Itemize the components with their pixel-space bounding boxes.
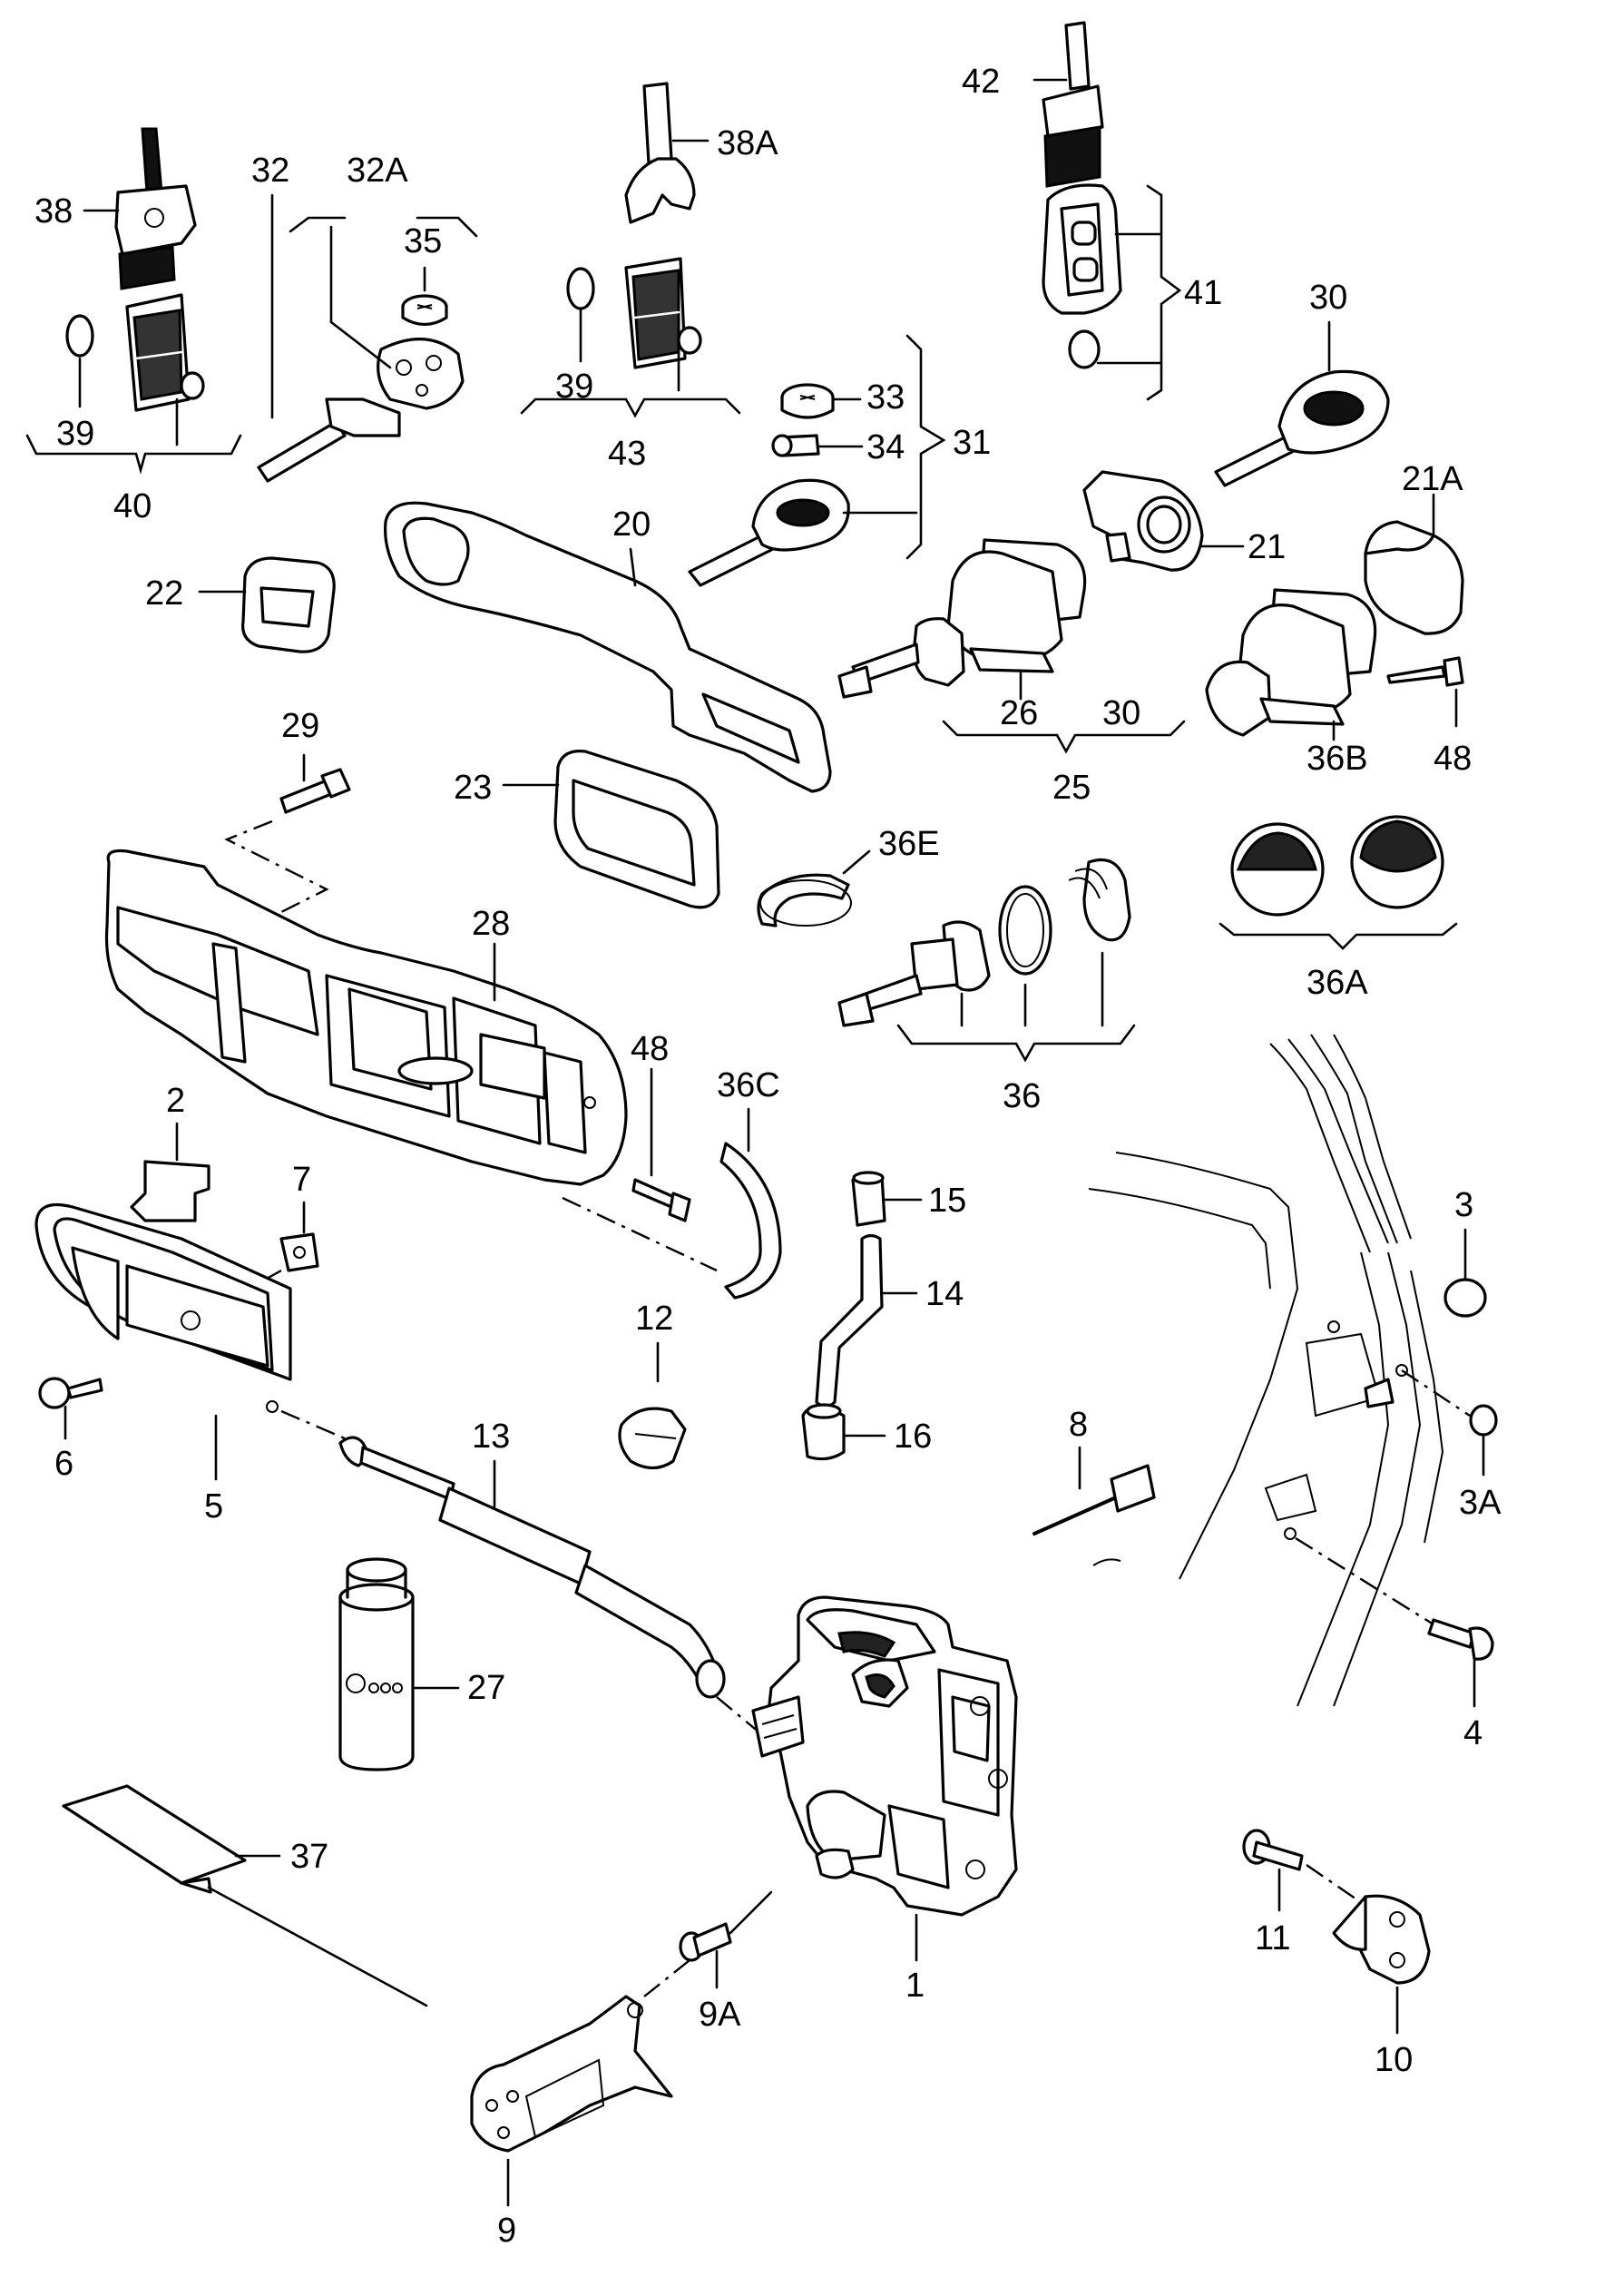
callout-30: 30 — [1309, 279, 1347, 317]
callout-27: 27 — [467, 1669, 505, 1707]
key-42-group[interactable] — [1032, 21, 1182, 401]
bracket-9[interactable] — [470, 1959, 690, 2207]
callout-48: 48 — [631, 1030, 669, 1068]
bolt-11[interactable] — [1242, 1829, 1380, 1916]
callout-10: 10 — [1375, 2041, 1413, 2079]
callout-36C: 36C — [717, 1066, 780, 1104]
callout-21: 21 — [1248, 528, 1286, 566]
lock-cylinder-25[interactable] — [837, 538, 1186, 754]
callout-13: 13 — [472, 1418, 510, 1456]
rivet-9A[interactable] — [679, 1890, 773, 1989]
callout-2: 2 — [166, 1082, 185, 1120]
carrier-28[interactable] — [104, 849, 718, 1272]
callout-25: 25 — [1052, 769, 1091, 807]
wedge-8[interactable] — [1032, 1446, 1156, 1536]
callout-4: 4 — [1463, 1714, 1483, 1752]
callout-labels: 42 38 32 32A 38A 35 39 40 39 43 41 30 33… — [34, 63, 1502, 2250]
callout-28: 28 — [472, 905, 510, 943]
callout-7: 7 — [292, 1161, 311, 1199]
callout-43: 43 — [608, 435, 646, 473]
callout-38A: 38A — [717, 124, 778, 162]
key-30-top[interactable] — [1214, 320, 1390, 487]
seal-23[interactable] — [502, 750, 720, 909]
callout-29: 29 — [281, 707, 319, 745]
plate-10[interactable] — [1332, 1894, 1431, 2035]
callout-36: 36 — [1003, 1077, 1041, 1115]
callout-9: 9 — [497, 2212, 516, 2250]
callout-26: 26 — [1000, 694, 1038, 732]
key-32-group[interactable] — [257, 193, 478, 483]
callout-36B: 36B — [1307, 740, 1368, 778]
callout-37: 37 — [290, 1838, 328, 1876]
callout-38: 38 — [34, 192, 73, 231]
door-body — [1088, 1034, 1444, 1707]
cap-12[interactable] — [618, 1341, 687, 1470]
callout-leaders-left — [25, 209, 242, 475]
outer-handle-20[interactable] — [383, 501, 832, 793]
callout-32: 32 — [251, 152, 289, 190]
grease-27[interactable] — [338, 1557, 460, 1771]
callout-20: 20 — [612, 505, 651, 544]
key-31-group[interactable] — [688, 334, 946, 587]
callout-8: 8 — [1069, 1406, 1088, 1444]
callout-40: 40 — [113, 487, 152, 525]
callout-23: 23 — [454, 769, 492, 807]
key-38-group[interactable] — [65, 127, 205, 412]
housing-21[interactable] — [1082, 470, 1245, 572]
callout-12: 12 — [635, 1300, 673, 1338]
lock-cylinder-36B[interactable] — [1205, 588, 1464, 741]
clip-7[interactable] — [240, 1201, 319, 1295]
bolt-4[interactable] — [1295, 1536, 1494, 1708]
callout-3A: 3A — [1459, 1484, 1502, 1522]
callout-31: 31 — [953, 424, 991, 462]
lock-1[interactable] — [751, 1595, 1018, 1962]
bolt-6[interactable] — [38, 1377, 103, 1440]
callout-30: 30 — [1102, 694, 1140, 732]
callout-39: 39 — [56, 415, 94, 453]
cable-13[interactable] — [338, 1436, 772, 1743]
callout-16: 16 — [894, 1418, 932, 1456]
callout-11: 11 — [1255, 1919, 1290, 1957]
rod-15[interactable] — [851, 1171, 923, 1227]
callout-9A: 9A — [699, 1996, 741, 2034]
callout-42: 42 — [962, 63, 1000, 101]
cap-3A[interactable] — [1469, 1404, 1498, 1477]
clip-2[interactable] — [130, 1122, 210, 1222]
clip-36C[interactable] — [719, 1107, 782, 1300]
bolt-29[interactable] — [224, 753, 351, 923]
callout-48: 48 — [1434, 740, 1472, 778]
screw-48-middle[interactable] — [631, 1067, 691, 1222]
cap-21A[interactable] — [1364, 493, 1464, 635]
callout-21A: 21A — [1402, 460, 1463, 498]
callout-35: 35 — [404, 222, 442, 260]
callout-3: 3 — [1454, 1186, 1473, 1224]
callout-14: 14 — [925, 1275, 964, 1313]
callout-5: 5 — [204, 1487, 223, 1526]
ring-36E[interactable] — [757, 849, 871, 927]
discs-36A[interactable] — [1218, 815, 1458, 950]
callout-41: 41 — [1184, 274, 1222, 312]
callout-6: 6 — [54, 1445, 73, 1483]
tag-37[interactable] — [62, 1784, 428, 2007]
lock-cylinder-36[interactable] — [837, 858, 1136, 1063]
grommet-22[interactable] — [198, 556, 336, 653]
callout-36E: 36E — [878, 825, 940, 863]
rod-14[interactable] — [815, 1233, 918, 1408]
callout-34: 34 — [866, 428, 905, 466]
callout-1: 1 — [905, 1967, 925, 2005]
inner-handle-5[interactable] — [34, 1202, 346, 1481]
callout-33: 33 — [866, 378, 905, 417]
callout-22: 22 — [145, 574, 183, 613]
callout-39: 39 — [555, 368, 593, 406]
cap-3[interactable] — [1401, 1228, 1487, 1417]
callout-15: 15 — [928, 1182, 966, 1220]
callout-32A: 32A — [347, 152, 408, 190]
callout-36A: 36A — [1307, 964, 1368, 1002]
grommet-16[interactable] — [801, 1403, 886, 1461]
key-38A-group[interactable] — [520, 82, 741, 418]
